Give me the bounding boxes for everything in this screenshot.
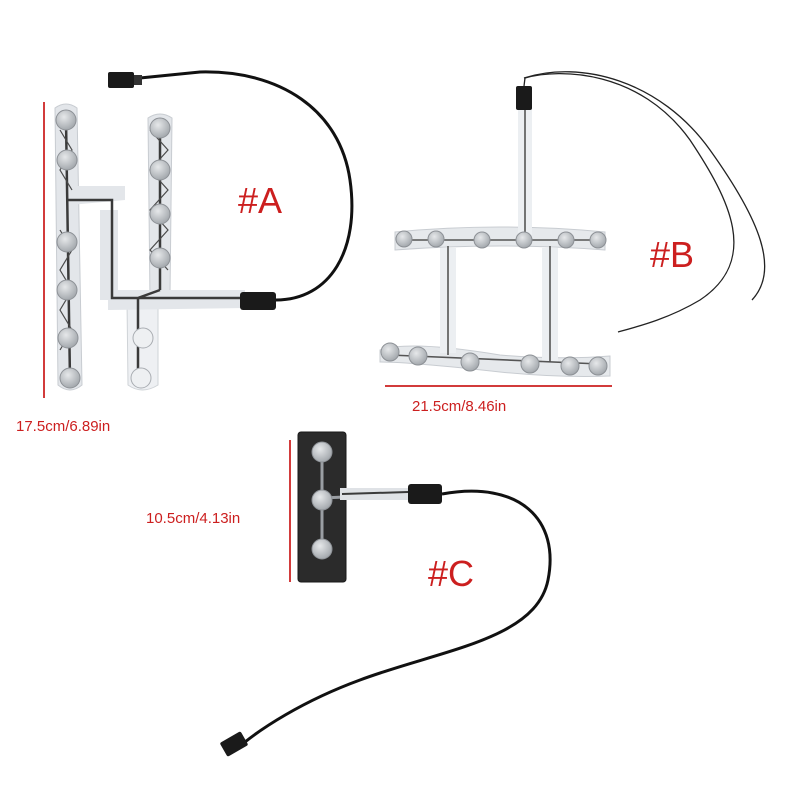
label-a: #A — [238, 180, 283, 221]
heating-pad-a — [54, 70, 354, 391]
dimension-text-c: 10.5cm/4.13in — [146, 510, 241, 527]
dimension-text-b: 21.5cm/8.46in — [412, 398, 507, 415]
label-b: #B — [650, 234, 695, 275]
heating-pad-c — [220, 431, 552, 757]
dimension-text-a: 17.5cm/6.89in — [16, 418, 111, 435]
heating-pad-b — [379, 71, 766, 377]
label-c: #C — [428, 553, 475, 594]
